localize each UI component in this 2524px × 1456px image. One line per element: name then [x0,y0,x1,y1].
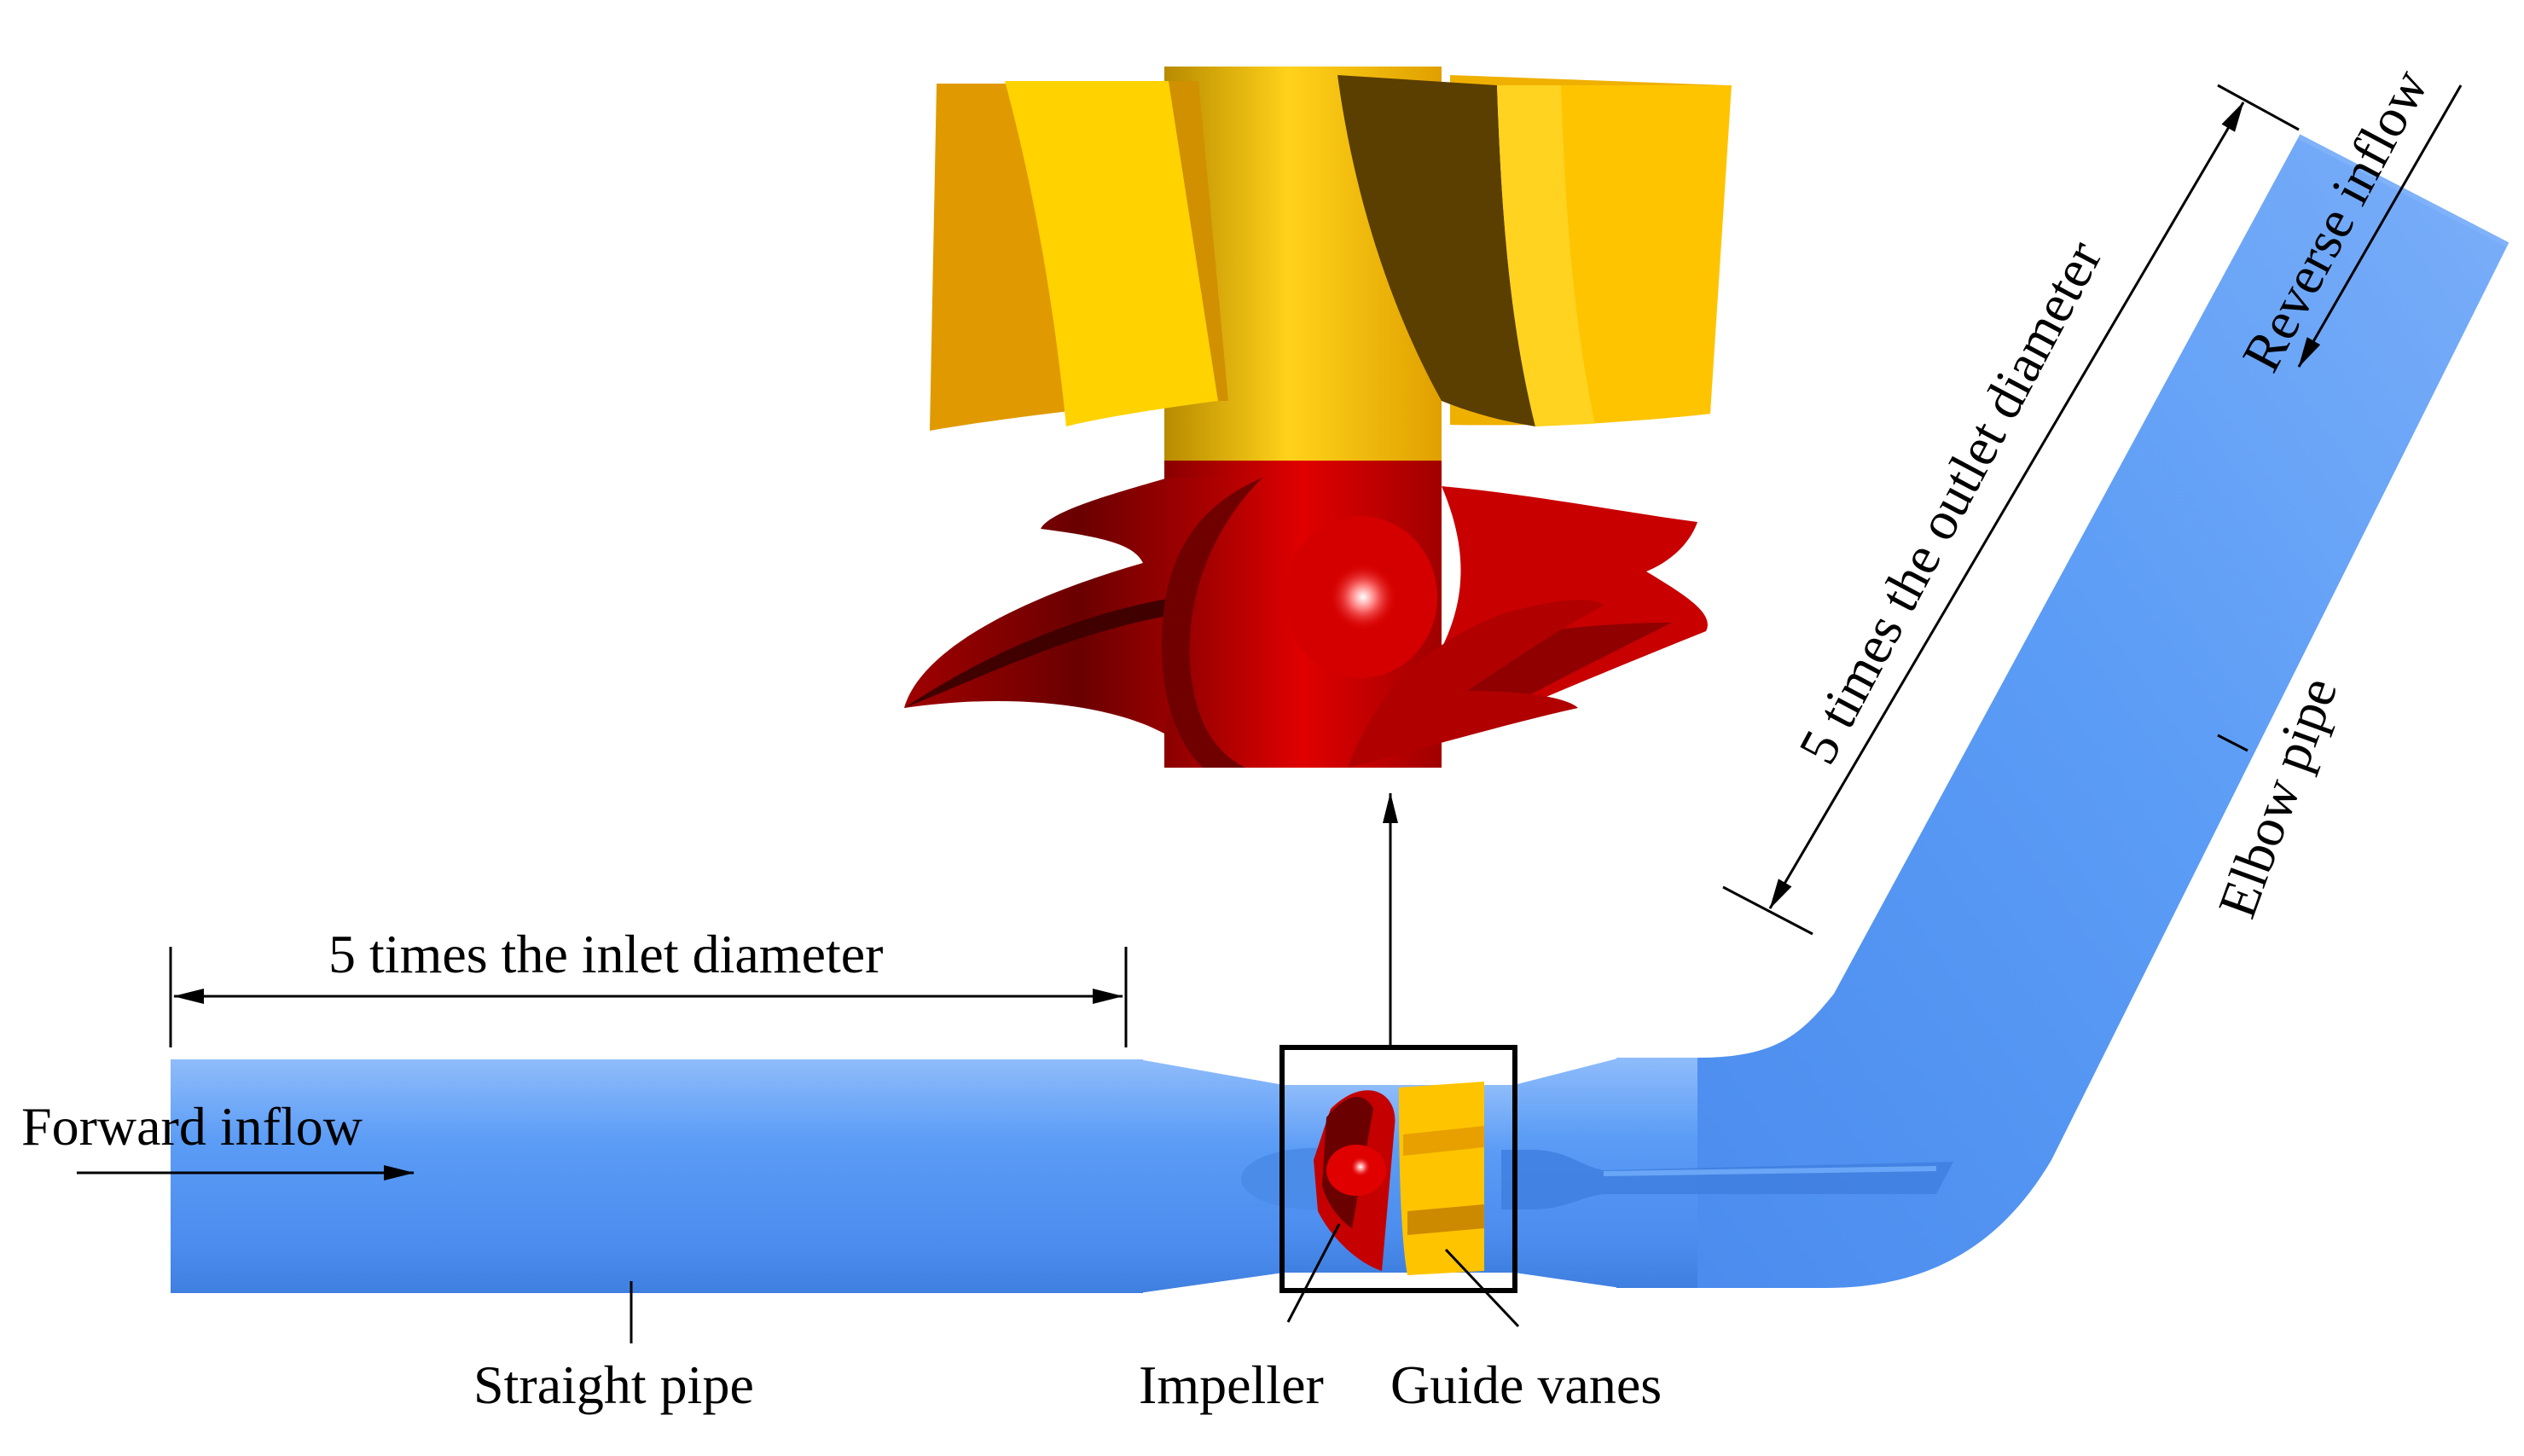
pump-enlarged [904,67,1732,768]
reverse-inflow-arrow [2297,84,2463,368]
impeller-blade-front [1348,600,1604,768]
annotations [77,84,2463,1343]
straight-pipe-label: Straight pipe [473,1354,754,1415]
elbow-pipe-leader [2217,734,2248,752]
guide-vanes-label: Guide vanes [1390,1354,1662,1415]
guide-vane-right-shine [1497,85,1595,426]
guide-vanes-small-shade2 [1407,1204,1484,1235]
guide-vanes-leader [1444,1248,1520,1328]
guide-vane-mid-left [1169,81,1228,401]
guide-vane-right-dark [1337,75,1535,426]
impeller-label: Impeller [1139,1354,1324,1415]
shaft-highlight [1603,1166,1937,1176]
impeller-blade-left-edge [904,597,1177,708]
pipe-contraction [1139,1059,1284,1293]
outlet-dim-arrow [1768,102,2245,909]
impeller-leader [1286,1223,1341,1323]
straight-pipe [171,1059,1143,1293]
elbow-pipe-end [2297,134,2509,247]
impeller-blade-center [1162,478,1262,768]
impeller-glare [1329,563,1397,631]
guide-vanes-small [1399,1082,1484,1275]
forward-inflow-label: Forward inflow [21,1096,363,1157]
guide-vane-left-front [1005,81,1218,426]
pump-inset [1279,1045,1517,1293]
inlet-dimension-label: 5 times the inlet diameter [328,924,883,984]
guide-vanes-small-shade [1403,1126,1484,1156]
outlet-dim-tick-bottom [1722,885,1813,936]
impeller-small-glare [1350,1157,1371,1177]
outlet-dim-tick-top [2217,84,2300,131]
outlet-hub [1501,1150,1953,1209]
pump-highlight-box [1279,1045,1517,1293]
